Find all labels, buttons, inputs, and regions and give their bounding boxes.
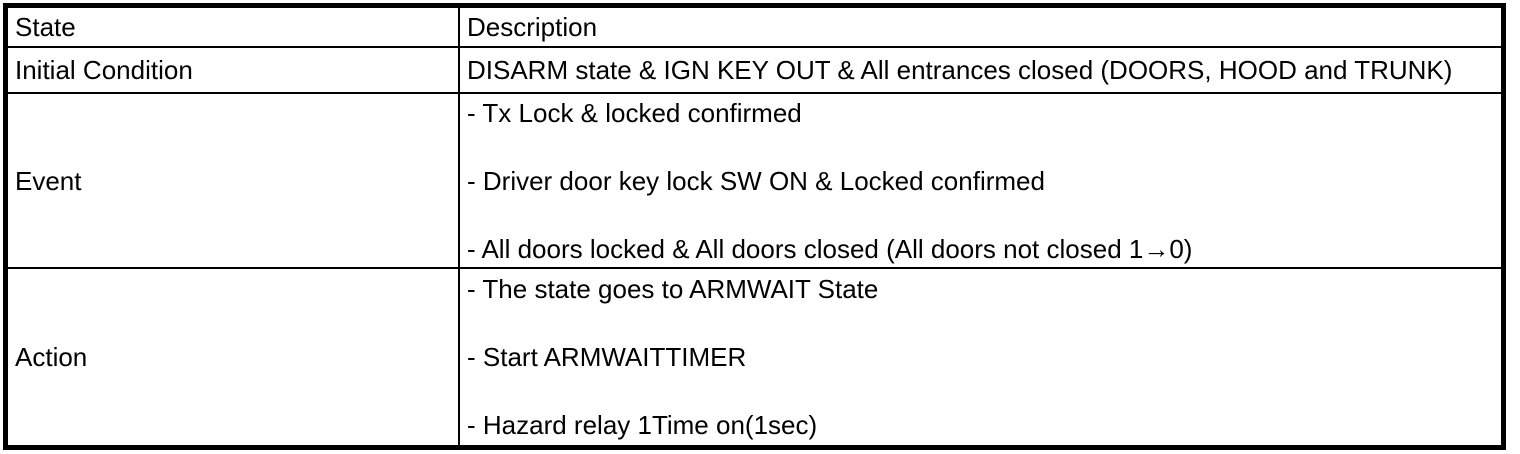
event-line-driver-door: - Driver door key lock SW ON & Locked co…: [467, 165, 1045, 196]
column-header-description: Description: [458, 6, 1503, 48]
table-row-event: Event - Tx Lock & locked confirmed - Dri…: [6, 92, 1503, 269]
table-row-action: Action - The state goes to ARMWAIT State…: [6, 267, 1503, 447]
event-line-tx-lock: - Tx Lock & locked confirmed: [467, 97, 802, 128]
state-cell-action: Action: [6, 267, 460, 447]
action-line-start-timer: - Start ARMWAITTIMER: [467, 342, 747, 372]
description-cell-initial-condition: DISARM state & IGN KEY OUT & All entranc…: [458, 46, 1503, 94]
action-line-hazard-relay: - Hazard relay 1Time on(1sec): [467, 410, 818, 440]
table-header-row: State Description: [6, 6, 1503, 48]
event-line-all-doors: - All doors locked & All doors closed (A…: [467, 233, 1193, 264]
column-header-state: State: [6, 6, 460, 48]
state-cell-initial-condition: Initial Condition: [6, 46, 460, 94]
state-cell-event: Event: [6, 92, 460, 269]
state-description-table: State Description Initial Condition DISA…: [3, 3, 1506, 450]
action-line-armwait-state: - The state goes to ARMWAIT State: [467, 274, 879, 304]
description-cell-action: - The state goes to ARMWAIT State - Star…: [458, 267, 1503, 447]
table-row-initial-condition: Initial Condition DISARM state & IGN KEY…: [6, 46, 1503, 94]
table: State Description Initial Condition DISA…: [6, 6, 1503, 447]
description-cell-event: - Tx Lock & locked confirmed - Driver do…: [458, 92, 1503, 269]
